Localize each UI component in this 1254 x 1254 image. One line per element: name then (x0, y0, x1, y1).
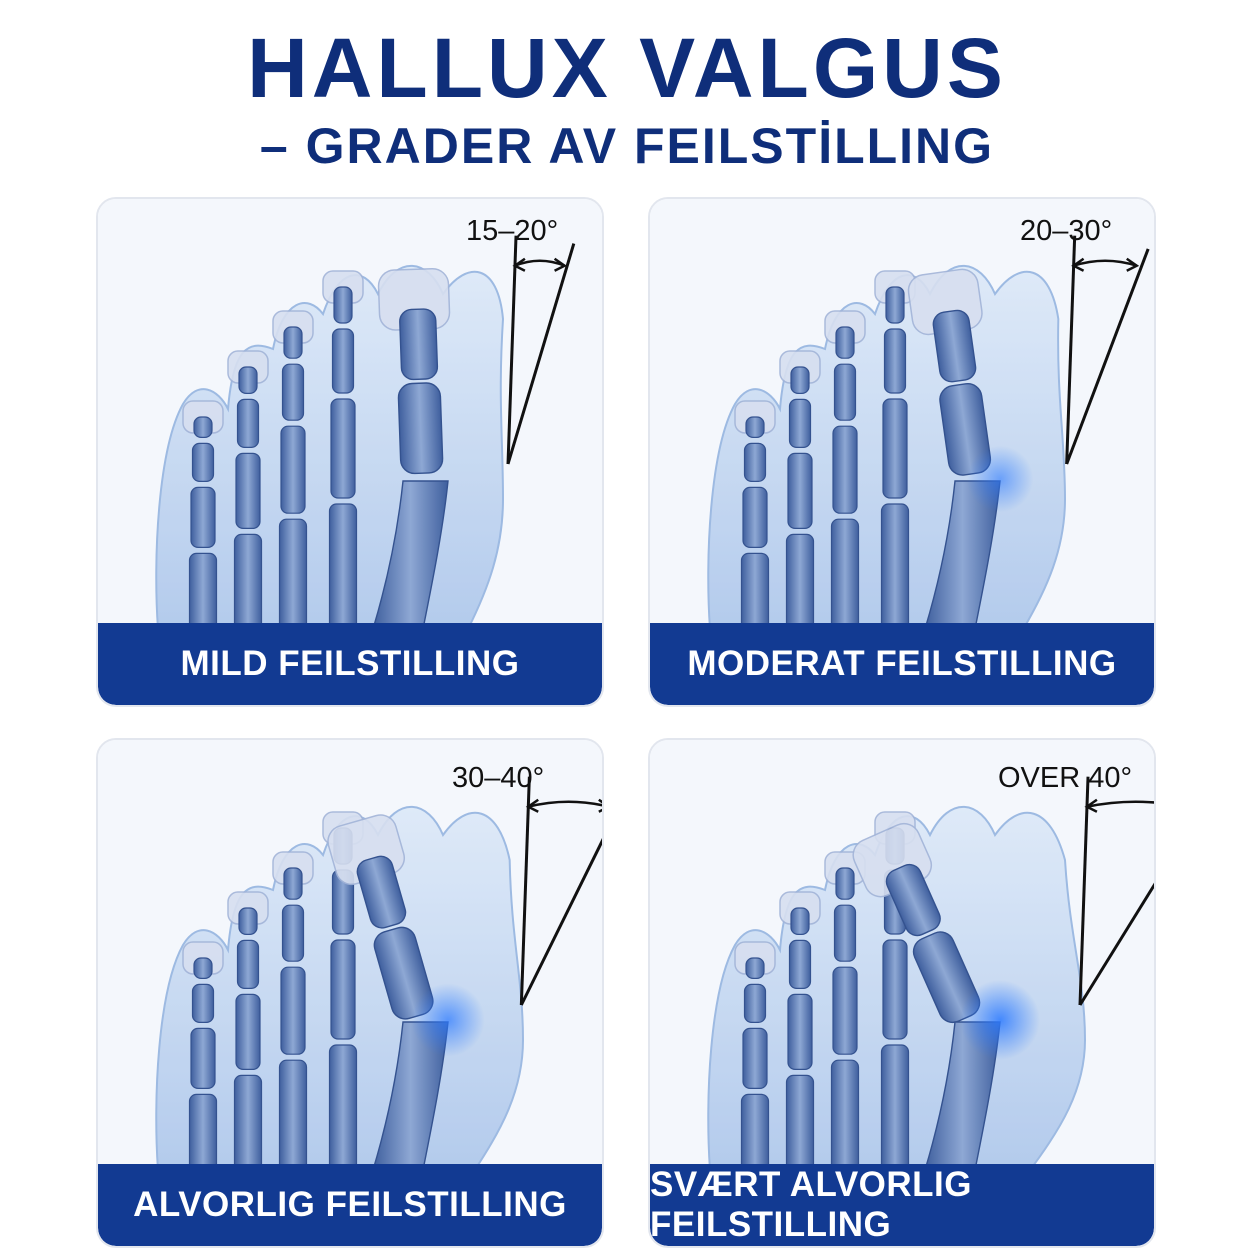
big-toe-bones (327, 814, 434, 1020)
toe-bones (182, 400, 224, 632)
angle-arc (1086, 800, 1154, 808)
foot-xray-illustration (98, 199, 602, 632)
big-toe-bones (907, 268, 992, 476)
deviation-line (519, 838, 602, 1006)
severity-band: MILD FEILSTILLING (98, 623, 602, 705)
deviation-line (1065, 248, 1150, 465)
reference-line (1065, 235, 1077, 465)
page-title: HALLUX VALGUS (247, 21, 1007, 115)
toe-bones (779, 891, 821, 1173)
foot-xray-illustration (650, 199, 1154, 632)
severity-label: ALVORLIG FEILSTILLING (133, 1185, 567, 1224)
angle-arc (527, 800, 602, 808)
severity-label: SVÆRT ALVORLIG FEILSTILLING (650, 1165, 972, 1244)
severity-band: SVÆRT ALVORLIG FEILSTILLING (650, 1164, 1154, 1246)
toe-bones (874, 270, 916, 632)
toe-bones (272, 851, 314, 1173)
angle-arc (1073, 259, 1138, 267)
big-toe-bones (852, 822, 981, 1024)
severity-band: ALVORLIG FEILSTILLING (98, 1164, 602, 1246)
angle-label: 30–40° (452, 762, 545, 794)
panel-severe: 30–40° ALVORLIG FEILSTILLING (96, 738, 604, 1248)
arrow-right (1126, 257, 1140, 272)
deviation-line (1078, 882, 1154, 1006)
reference-line (519, 776, 531, 1006)
toe-bones (824, 851, 866, 1173)
page-subtitle: – GRADER AV FEILSTİLLING (259, 118, 995, 174)
deviation-line (506, 243, 576, 465)
toe-bones (734, 400, 776, 632)
angle-label: 15–20° (466, 215, 559, 247)
toe-bones (227, 891, 269, 1173)
toe-bones (779, 350, 821, 632)
reference-line (506, 235, 518, 465)
reference-line (1078, 776, 1090, 1006)
arrow-left (512, 257, 526, 272)
severity-band: MODERAT FEILSTILLING (650, 623, 1154, 705)
toe-bones (182, 941, 224, 1173)
severity-label: MODERAT FEILSTILLING (687, 644, 1117, 683)
big-toe-bones (377, 267, 451, 475)
angle-label: OVER 40° (998, 762, 1133, 794)
foot-xray-illustration (98, 740, 602, 1173)
angle-label: 20–30° (1020, 215, 1113, 247)
arrow-left (1084, 798, 1098, 813)
severity-label: MILD FEILSTILLING (180, 644, 520, 683)
arrow-right (553, 257, 568, 272)
panel-mild: 15–20° MILD FEILSTILLING (96, 197, 604, 707)
panel-very-severe: OVER 40° SVÆRT ALVORLIG FEILSTILLING (648, 738, 1156, 1248)
toe-bones (322, 270, 364, 632)
toe-bones (734, 941, 776, 1173)
toe-bones (227, 350, 269, 632)
arrow-left (525, 798, 539, 813)
foot-xray-illustration (650, 740, 1154, 1173)
arrow-left (1071, 257, 1085, 272)
panel-moderate: 20–30° MODERAT FEILSTILLING (648, 197, 1156, 707)
